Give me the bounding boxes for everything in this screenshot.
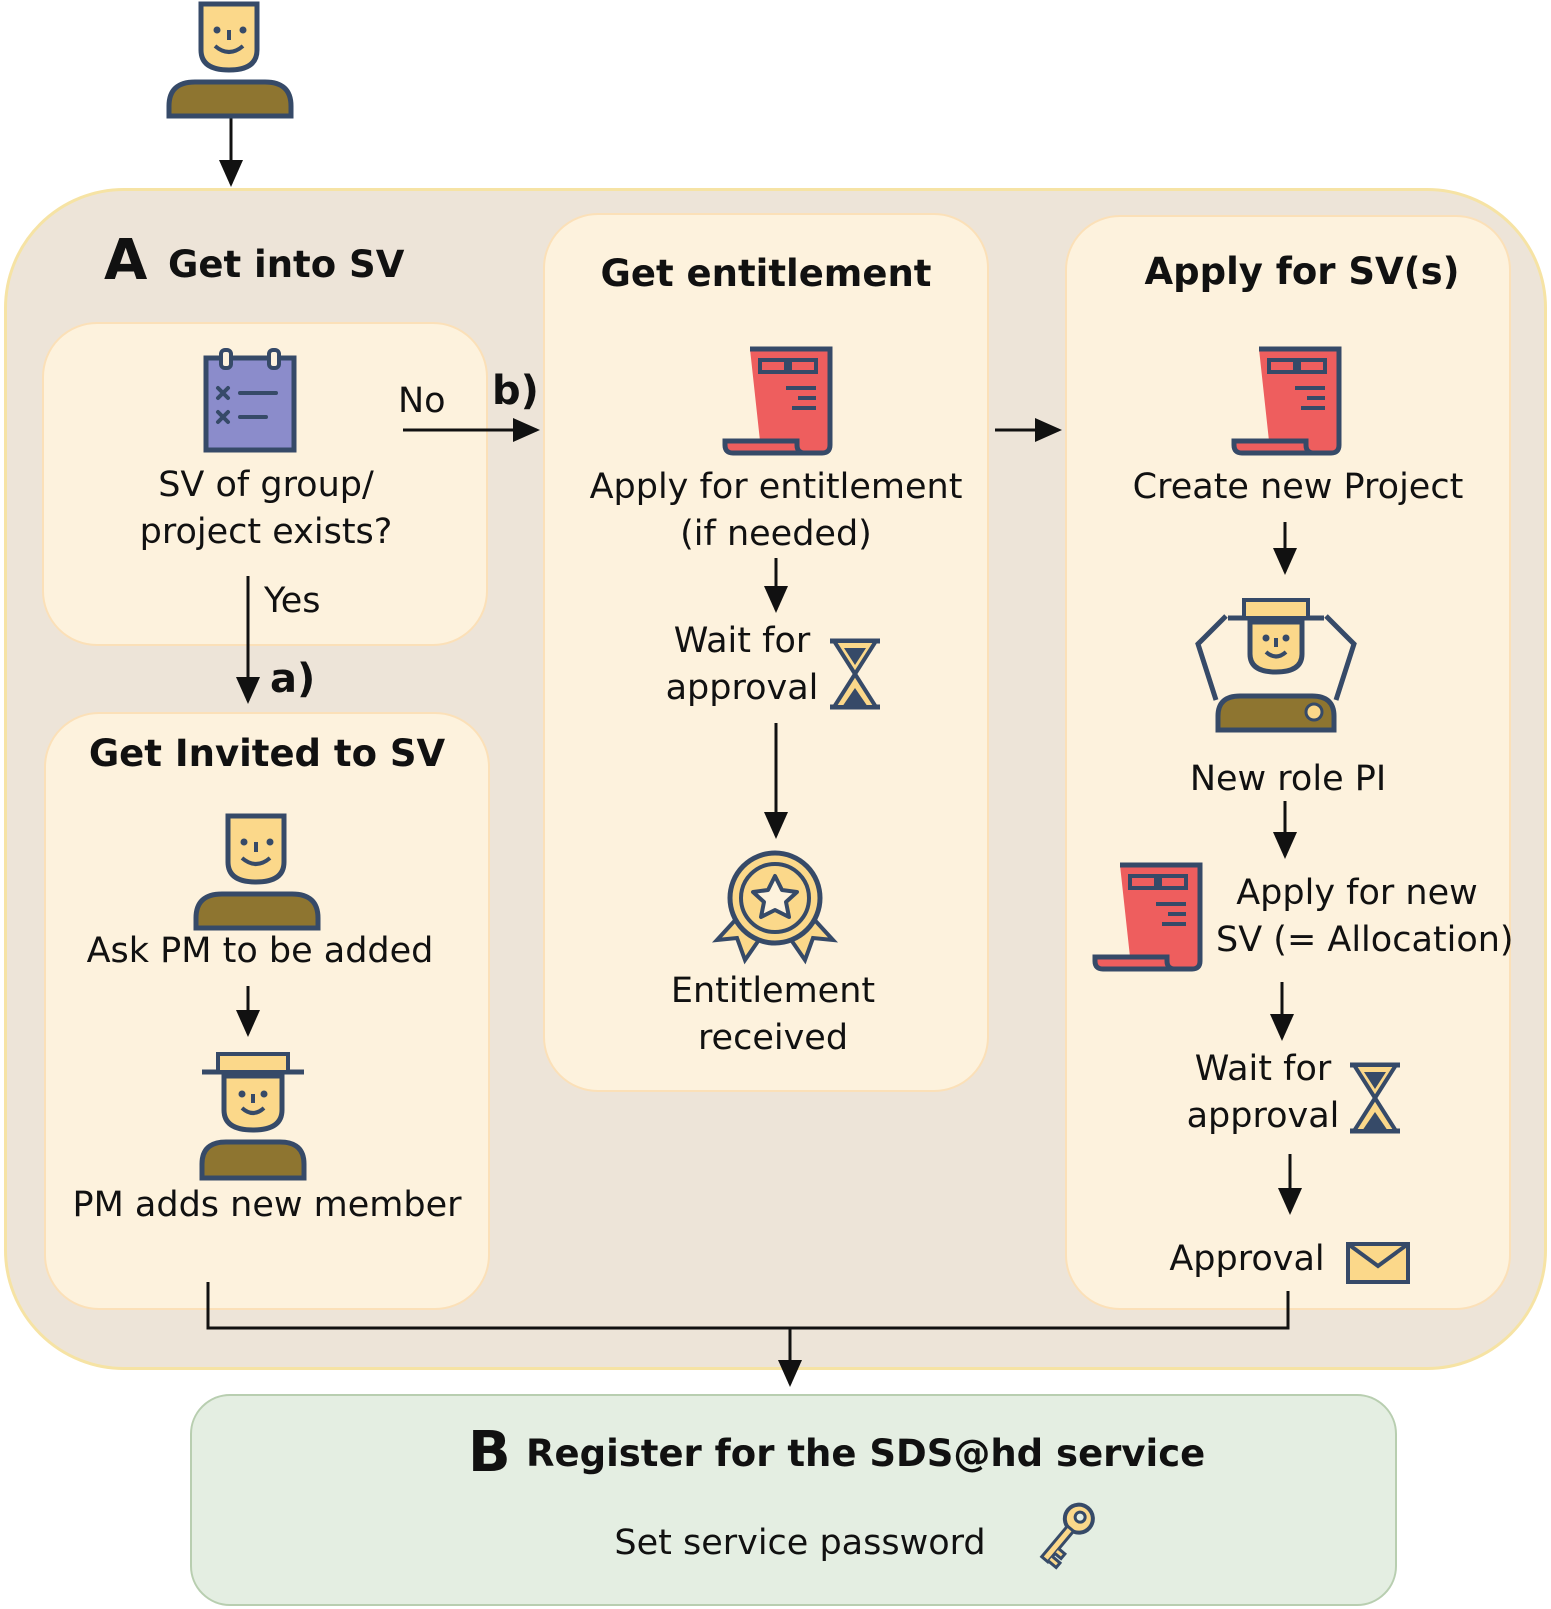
- entitlement-title: Get entitlement: [600, 252, 932, 295]
- invited-step2: PM adds new member: [72, 1185, 462, 1225]
- apply-title: Apply for SV(s): [1144, 250, 1460, 293]
- entitlement-wait-line1: Wait for: [673, 621, 811, 661]
- person-icon: [166, 1, 294, 119]
- entitlement-result-line2: received: [697, 1018, 849, 1058]
- section-b-title: Register for the SDS@hd service: [526, 1432, 1206, 1475]
- apply-wait-line2: approval: [1186, 1096, 1340, 1136]
- invited-box: [44, 712, 490, 1310]
- merge-line: [206, 1282, 1290, 1330]
- branch-a-label: a): [270, 656, 316, 702]
- apply-result: Approval: [1169, 1239, 1325, 1279]
- medal-icon: [711, 850, 839, 965]
- entitlement-step1-line1: Apply for entitlement: [589, 467, 963, 507]
- section-a-title: Get into SV: [168, 243, 405, 286]
- envelope-icon: [1346, 1242, 1410, 1284]
- decision-line1: SV of group/: [158, 465, 374, 505]
- key-icon: [1039, 1502, 1095, 1570]
- invited-step1: Ask PM to be added: [86, 931, 434, 971]
- branch-b-label: b): [492, 368, 539, 414]
- section-b-container: [190, 1394, 1397, 1606]
- section-a-letter: A: [104, 228, 148, 293]
- section-b-letter: B: [468, 1420, 511, 1485]
- apply-step1: Create new Project: [1132, 467, 1464, 507]
- manager-icon: [199, 1052, 307, 1181]
- hourglass-icon: [1350, 1062, 1400, 1134]
- no-label: No: [398, 381, 446, 421]
- apply-step2: New role PI: [1189, 759, 1387, 799]
- pi-person-icon: [1195, 598, 1357, 733]
- yes-label: Yes: [264, 581, 321, 621]
- hourglass-icon: [830, 638, 880, 710]
- entitlement-step1-line2: (if needed): [680, 514, 872, 554]
- apply-step3-line2: SV (= Allocation): [1216, 920, 1514, 960]
- entitlement-result-line1: Entitlement: [670, 971, 876, 1011]
- decision-line2: project exists?: [139, 512, 393, 552]
- apply-wait-line1: Wait for: [1194, 1049, 1332, 1089]
- clipboard-icon: [203, 348, 297, 453]
- document-icon: [722, 346, 833, 456]
- document-icon: [1092, 862, 1203, 972]
- invited-title: Get Invited to SV: [88, 732, 446, 775]
- section-b-step: Set service password: [614, 1523, 986, 1563]
- document-icon: [1231, 346, 1342, 456]
- apply-step3-line1: Apply for new: [1236, 873, 1478, 913]
- entitlement-wait-line2: approval: [665, 668, 819, 708]
- person-icon: [193, 813, 321, 931]
